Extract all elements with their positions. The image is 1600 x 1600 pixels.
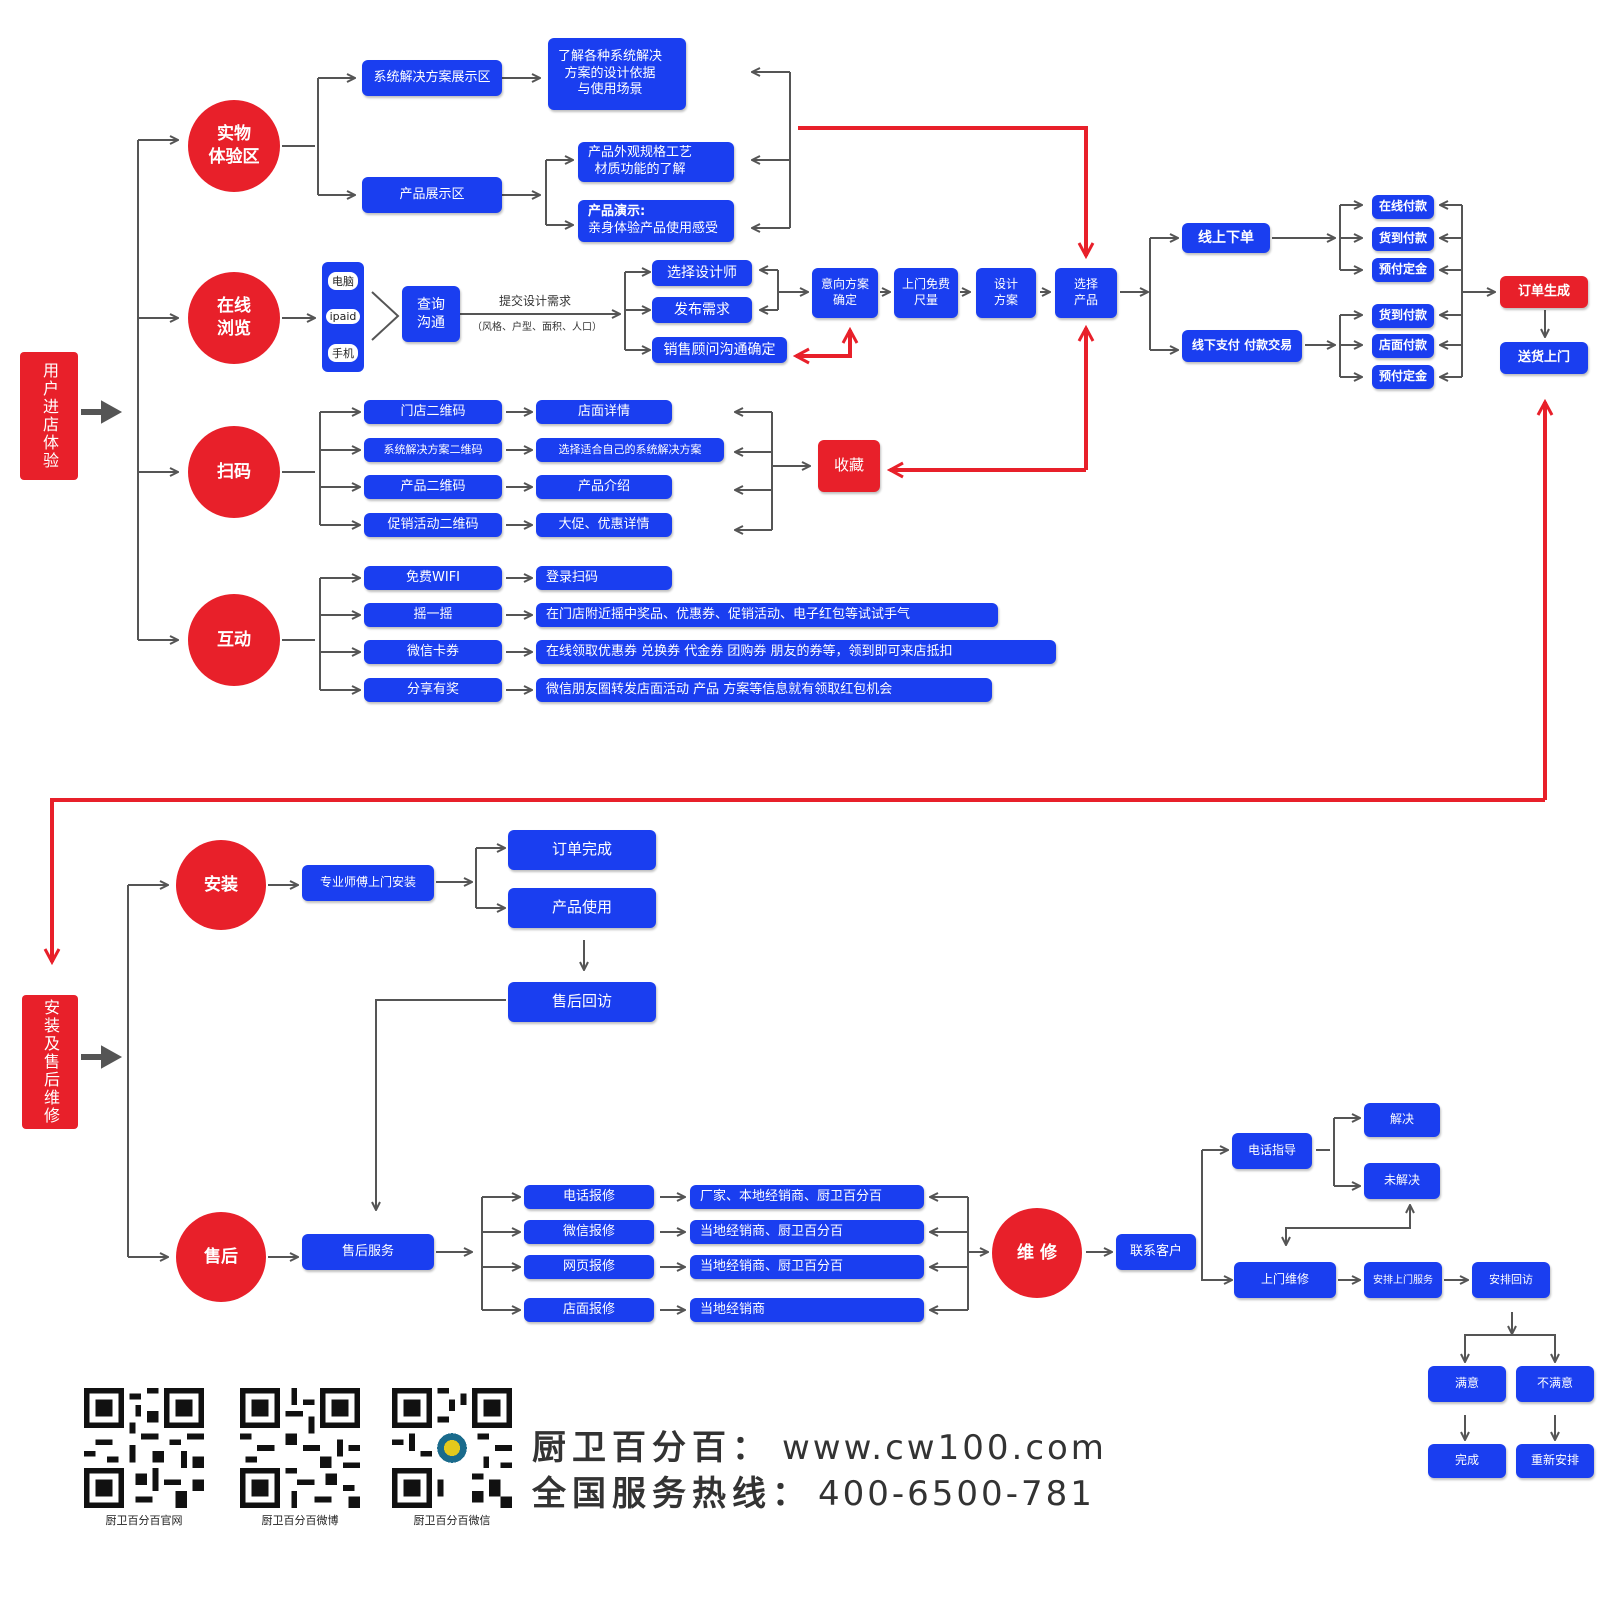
stage-label-install-aftersale: 安装及售后维修 <box>22 995 78 1129</box>
box-reschedule: 重新安排 <box>1516 1444 1594 1478</box>
box-product-demo: 产品演示: 亲身体验产品使用感受 <box>578 200 734 242</box>
device-ipad: ipaid <box>325 309 361 325</box>
pay-offline-2: 店面付款 <box>1372 334 1434 358</box>
box-order-done: 订单完成 <box>508 830 656 870</box>
scan-result-solution: 选择适合自己的系统解决方案 <box>536 438 724 462</box>
pay-offline-1: 货到付款 <box>1372 304 1434 328</box>
box-consultant: 销售顾问沟通确定 <box>652 337 787 363</box>
box-satisfied: 满意 <box>1428 1366 1506 1402</box>
box-delivery: 送货上门 <box>1500 342 1588 374</box>
contact-hotline-line: 全国服务热线：400-6500-781 <box>532 1466 1095 1515</box>
box-publish-need: 发布需求 <box>652 297 752 323</box>
qr-code-website <box>84 1388 204 1508</box>
contact-website-line: 厨卫百分百：www.cw100.com <box>532 1420 1107 1469</box>
scan-code-promo: 促销活动二维码 <box>364 513 502 537</box>
qr-code-wechat <box>392 1388 512 1508</box>
interact-wechat-card: 微信卡券 <box>364 640 502 664</box>
interact-shake: 摇一摇 <box>364 603 502 627</box>
box-choose-designer: 选择设计师 <box>652 260 752 286</box>
handler-3: 当地经销商、厨卫百分百 <box>690 1255 924 1279</box>
pay-offline-3: 预付定金 <box>1372 365 1434 389</box>
box-product-zone: 产品展示区 <box>362 177 502 213</box>
qr-code-weibo <box>240 1388 360 1508</box>
box-phone-guide: 电话指导 <box>1232 1133 1312 1169</box>
pay-online-3: 预付定金 <box>1372 258 1434 282</box>
pay-online-1: 在线付款 <box>1372 195 1434 219</box>
box-design-plan: 设计 方案 <box>976 268 1036 318</box>
box-onsite-repair: 上门维修 <box>1234 1262 1336 1298</box>
scan-result-product: 产品介绍 <box>536 475 672 499</box>
scan-code-product: 产品二维码 <box>364 475 502 499</box>
website-url[interactable]: www.cw100.com <box>782 1428 1107 1468</box>
box-query: 查询 沟通 <box>402 286 460 342</box>
box-aftersale-service: 售后服务 <box>302 1234 434 1270</box>
box-product-appearance: 产品外观规格工艺 材质功能的了解 <box>578 142 734 182</box>
demo-text: 亲身体验产品使用感受 <box>588 221 719 236</box>
box-product-use: 产品使用 <box>508 888 656 928</box>
scan-code-store: 门店二维码 <box>364 400 502 424</box>
box-learn-solutions: 了解各种系统解决 方案的设计依据 与使用场景 <box>548 38 686 110</box>
box-unsolved: 未解决 <box>1364 1163 1440 1199</box>
node-aftersale: 售后 <box>176 1212 266 1302</box>
channel-phone: 电话报修 <box>524 1185 654 1209</box>
box-arrange-service: 安排上门服务 <box>1364 1262 1442 1298</box>
box-free-measure: 上门免费 尺量 <box>894 268 958 318</box>
node-install: 安装 <box>176 840 266 930</box>
interact-result-share: 微信朋友圈转发店面活动 产品 方案等信息就有领取红包机会 <box>536 678 992 702</box>
box-intent-confirm: 意向方案 确定 <box>812 268 878 318</box>
box-done: 完成 <box>1428 1444 1506 1478</box>
hotline-number: 400-6500-781 <box>818 1474 1095 1514</box>
box-arrange-visit: 安排回访 <box>1472 1262 1550 1298</box>
note-requirements: （风格、户型、面积、人口） <box>472 322 602 333</box>
note-submit-design: 提交设计需求 <box>498 294 571 308</box>
channel-store: 店面报修 <box>524 1298 654 1322</box>
interact-result-wechat: 在线领取优惠券 兑换券 代金券 团购券 朋友的券等，领到即可来店抵扣 <box>536 640 1056 664</box>
stage-label-store-experience: 用户进店体验 <box>20 352 78 480</box>
scan-result-promo: 大促、优惠详情 <box>536 513 672 537</box>
box-select-product: 选择 产品 <box>1055 268 1117 318</box>
box-contact-customer: 联系客户 <box>1116 1234 1196 1270</box>
pay-online-2: 货到付款 <box>1372 227 1434 251</box>
demo-title: 产品演示: <box>588 204 646 220</box>
handler-4: 当地经销商 <box>690 1298 924 1322</box>
handler-2: 当地经销商、厨卫百分百 <box>690 1220 924 1244</box>
box-solutions-zone: 系统解决方案展示区 <box>362 60 502 96</box>
brand-label: 厨卫百分百： <box>532 1428 772 1468</box>
channel-web: 网页报修 <box>524 1255 654 1279</box>
box-unsatisfied: 不满意 <box>1516 1366 1594 1402</box>
box-solved: 解决 <box>1364 1103 1440 1137</box>
handler-1: 厂家、本地经销商、厨卫百分百 <box>690 1185 924 1209</box>
interact-result-shake: 在门店附近摇中奖品、优惠券、促销活动、电子红包等试试手气 <box>536 603 998 627</box>
node-interact: 互动 <box>188 594 280 686</box>
box-favorite: 收藏 <box>818 440 880 492</box>
box-online-order: 线上下单 <box>1182 223 1270 253</box>
channel-wechat: 微信报修 <box>524 1220 654 1244</box>
qr-caption-website: 厨卫百分百官网 <box>105 1514 183 1527</box>
qr-caption-wechat: 厨卫百分百微信 <box>413 1514 491 1527</box>
scan-code-solution: 系统解决方案二维码 <box>364 438 502 462</box>
device-pc: 电脑 <box>328 271 358 290</box>
node-online-browse: 在线 浏览 <box>188 272 280 364</box>
device-phone: 手机 <box>328 344 358 363</box>
box-order-created: 订单生成 <box>1500 276 1588 308</box>
qr-caption-weibo: 厨卫百分百微博 <box>261 1514 339 1527</box>
node-repair: 维 修 <box>992 1208 1082 1298</box>
box-offline-pay: 线下支付 付款交易 <box>1182 330 1302 362</box>
interact-result-wifi: 登录扫码 <box>536 566 672 590</box>
node-physical-experience: 实物 体验区 <box>188 100 280 192</box>
node-scan: 扫码 <box>188 426 280 518</box>
scan-result-store: 店面详情 <box>536 400 672 424</box>
device-list: 电脑 ipaid 手机 <box>322 262 364 372</box>
box-technician: 专业师傅上门安装 <box>302 865 434 901</box>
hotline-label: 全国服务热线： <box>532 1474 812 1514</box>
interact-wifi: 免费WIFI <box>364 566 502 590</box>
box-followup: 售后回访 <box>508 982 656 1022</box>
interact-share: 分享有奖 <box>364 678 502 702</box>
